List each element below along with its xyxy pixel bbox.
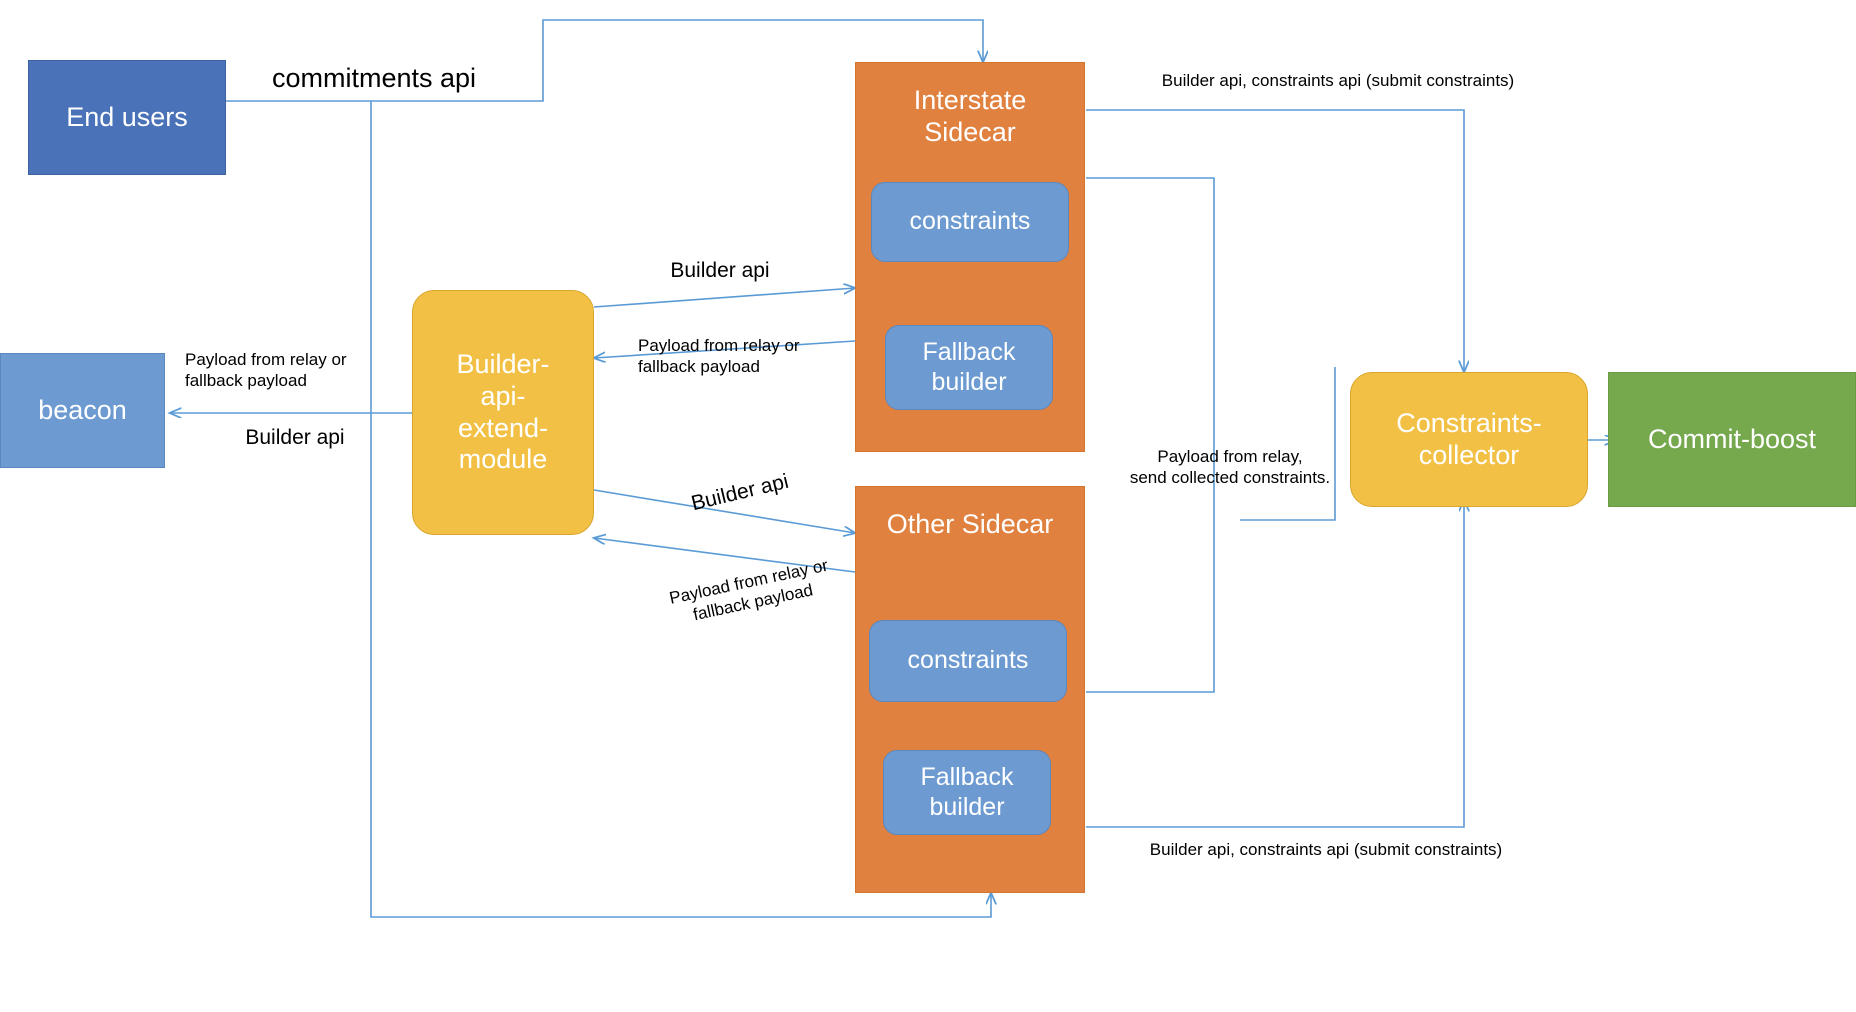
edge-label-builder-api-beacon: Builder api — [245, 426, 345, 449]
node-other-fallback-builder[interactable]: Fallback builder — [883, 750, 1051, 835]
node-interstate-constraints[interactable]: constraints — [871, 182, 1069, 262]
edge-label-builder-api-interstate: Builder api — [670, 259, 770, 282]
edge-collector-left-rail — [1240, 367, 1336, 521]
node-end-users[interactable]: End users — [28, 60, 226, 175]
node-other-constraints[interactable]: constraints — [869, 620, 1067, 702]
edge-label-payload-from-relay-interstate: Payload from relay or fallback payload — [638, 336, 800, 376]
edge-label-payload-from-relay-other: Payload from relay or fallback payload — [667, 555, 830, 624]
node-constraints-collector[interactable]: Constraints- collector — [1350, 372, 1588, 507]
edge-label-commitments-api: commitments api — [271, 63, 477, 93]
edge-module-to-interstate-builderapi — [593, 288, 855, 308]
edge-label-builder-constraints-api-top: Builder api, constraints api (submit con… — [1161, 71, 1515, 90]
edge-interstate-constraints-rail — [1086, 177, 1215, 693]
node-builder-api-extend-module[interactable]: Builder- api- extend- module — [412, 290, 594, 535]
edge-label-builder-api-other: Builder api — [688, 469, 791, 516]
edge-label-builder-constraints-api-bottom: Builder api, constraints api (submit con… — [1149, 840, 1503, 859]
edge-label-payload-send-collected-constraints: Payload from relay, send collected const… — [1129, 447, 1331, 487]
node-commit-boost[interactable]: Commit-boost — [1608, 372, 1856, 507]
edge-label-payload-from-relay-beacon: Payload from relay or fallback payload — [185, 350, 347, 390]
node-beacon[interactable]: beacon — [0, 353, 165, 468]
edge-interstate-to-collector-top — [1086, 109, 1464, 372]
node-interstate-fallback-builder[interactable]: Fallback builder — [885, 325, 1053, 410]
edge-other-to-collector-bottom — [1086, 500, 1464, 828]
